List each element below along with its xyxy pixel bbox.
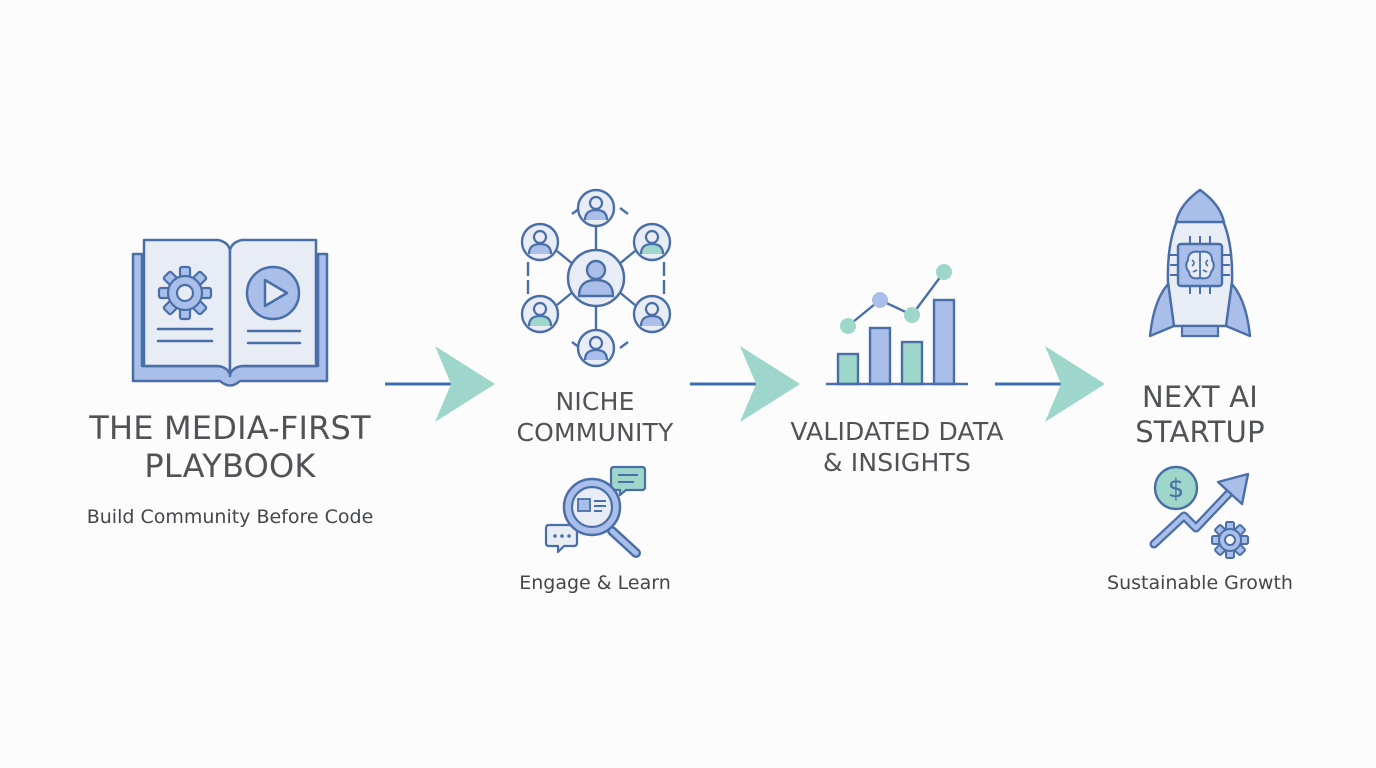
step1-title-line1: THE MEDIA-FIRST <box>89 409 371 447</box>
open-book-icon <box>128 236 332 390</box>
step3-title: VALIDATED DATA & INSIGHTS <box>770 416 1024 479</box>
svg-text:$: $ <box>1168 474 1185 504</box>
step3-title-line2: & INSIGHTS <box>822 448 972 478</box>
step4-caption: Sustainable Growth <box>1107 572 1293 594</box>
step1-title-line2: PLAYBOOK <box>144 446 316 485</box>
magnifier-chat-icon <box>544 465 647 560</box>
step4-title-line1: NEXT AI <box>1141 380 1259 414</box>
growth-dollar-gear-icon: $ <box>1148 464 1252 560</box>
step4-title: NEXT AI STARTUP <box>1090 380 1310 451</box>
step2-title: NICHE COMMUNITY <box>475 386 715 449</box>
arrow-right-icon <box>385 344 497 424</box>
ai-rocket-icon <box>1146 186 1254 346</box>
arrow-right-icon <box>995 344 1107 424</box>
arrow-right-icon <box>690 344 802 424</box>
step4-title-line2: STARTUP <box>1135 415 1265 450</box>
step2-title-line2: COMMUNITY <box>516 418 674 448</box>
step1-caption: Build Community Before Code <box>86 506 374 528</box>
step3-title-line1: VALIDATED DATA <box>790 417 1004 446</box>
data-chart-icon <box>824 260 970 388</box>
community-network-icon <box>514 186 678 370</box>
step2-caption: Engage & Learn <box>519 572 671 594</box>
step1-title: THE MEDIA-FIRST PLAYBOOK <box>60 409 400 486</box>
step2-title-line1: NICHE <box>555 387 635 416</box>
